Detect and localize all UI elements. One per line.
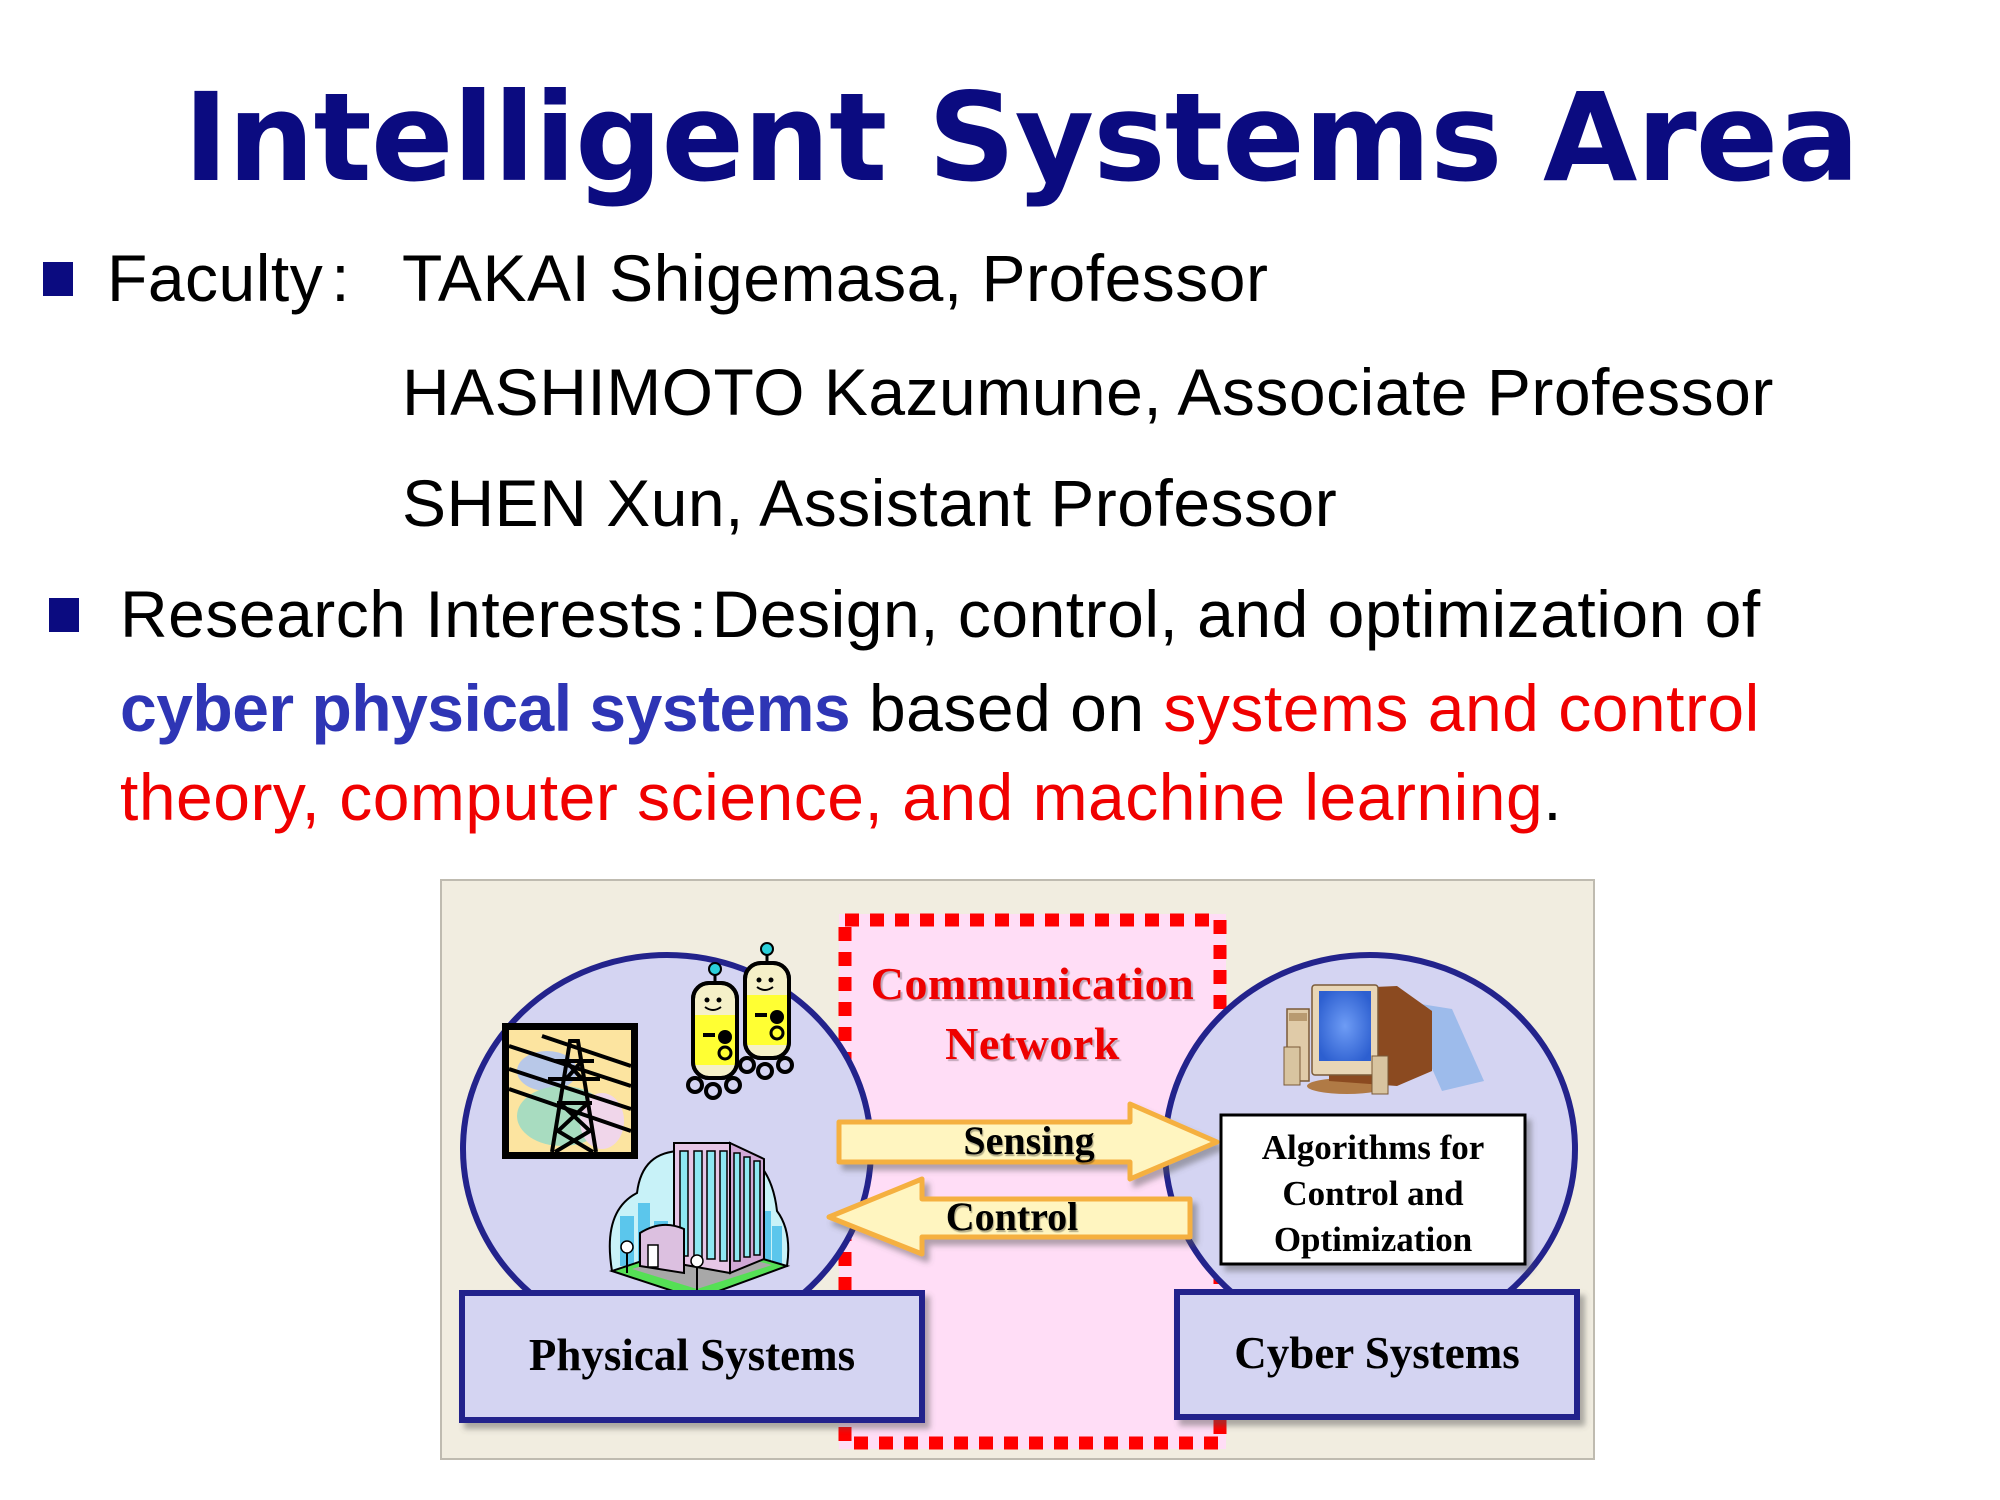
cps-diagram: Communication Network Sensing Control Al… (440, 879, 1595, 1460)
faculty-member-1: TAKAI Shigemasa, Professor (402, 241, 1269, 315)
network-label-line1: Communication (870, 958, 1195, 1009)
research-red-phrase-2: theory, computer science, and machine le… (120, 760, 1544, 834)
physical-systems-box (459, 1290, 925, 1423)
control-label: Control (945, 1194, 1079, 1239)
control-arrow (826, 1176, 1193, 1257)
office-building-icon (608, 1141, 791, 1301)
research-red-phrase-1: systems and control (1163, 671, 1760, 745)
faculty-member-3: SHEN Xun, Assistant Professor (402, 466, 1338, 540)
faculty-member-2: HASHIMOTO Kazumune, Associate Professor (402, 355, 1774, 429)
research-label: Research Interests (120, 577, 683, 651)
robots-icon (686, 942, 794, 1100)
sensing-label: Sensing (963, 1118, 1095, 1163)
algorithms-line1: Algorithms for (1261, 1128, 1485, 1167)
cyber-systems-box (1174, 1289, 1580, 1420)
faculty-row: Faculty: (107, 238, 356, 318)
algorithms-line2: Control and (1282, 1174, 1464, 1213)
research-text-line1: Design, control, and optimization of (711, 577, 1761, 651)
sensing-arrow (836, 1101, 1220, 1182)
research-line-2: cyber physical systems based on systems … (120, 668, 1760, 748)
research-line-3: theory, computer science, and machine le… (120, 757, 1562, 837)
research-separator: : (688, 577, 708, 651)
bullet-square-icon (43, 262, 73, 296)
faculty-label: Faculty (107, 241, 324, 315)
desktop-computer-icon (1283, 984, 1484, 1095)
research-line-1: Research Interests:Design, control, and … (120, 574, 1761, 654)
power-tower-icon (502, 1023, 638, 1159)
research-end-punct: . (1543, 760, 1563, 834)
page-title: Intelligent Systems Area (183, 67, 1859, 209)
faculty-separator: : (331, 241, 351, 315)
algorithms-box (1219, 1113, 1527, 1266)
physical-systems-label: Physical Systems (528, 1330, 856, 1380)
algorithms-line3: Optimization (1273, 1220, 1473, 1259)
cyber-physical-systems-phrase: cyber physical systems (120, 671, 851, 745)
bullet-square-icon (49, 598, 79, 632)
network-label-line2: Network (945, 1018, 1120, 1069)
research-connector: based on (850, 671, 1164, 745)
cyber-systems-label: Cyber Systems (1234, 1328, 1520, 1378)
